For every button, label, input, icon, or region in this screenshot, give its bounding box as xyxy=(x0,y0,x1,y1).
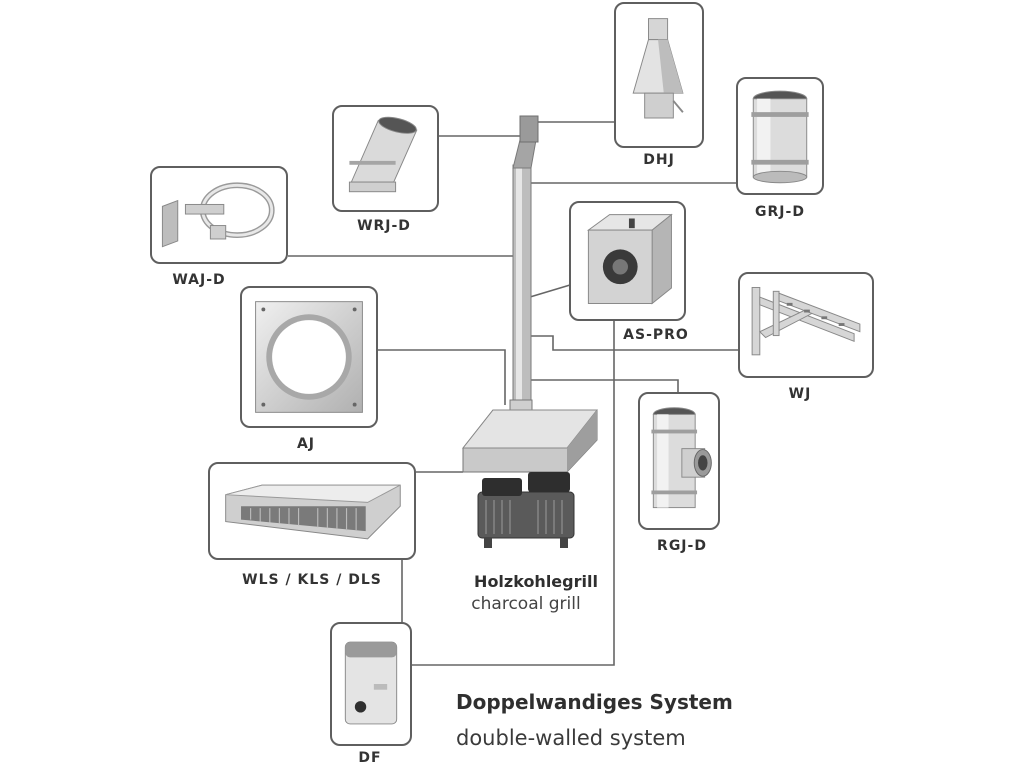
charcoal-grill-image xyxy=(477,472,575,548)
wls-kls-dls-box xyxy=(208,462,416,560)
df-image xyxy=(344,641,398,725)
grill-title: Holzkohlegrill xyxy=(474,572,598,591)
waj-d-box xyxy=(150,166,288,264)
wj-label: WJ xyxy=(788,386,812,402)
aj-box xyxy=(240,286,378,428)
wj-box xyxy=(738,272,874,378)
grj-d-box xyxy=(736,77,824,195)
system-subtitle: double-walled system xyxy=(456,726,686,750)
dhj-label: DHJ xyxy=(643,152,675,168)
df-box xyxy=(330,622,412,746)
waj-d-image xyxy=(161,182,275,248)
aj-image xyxy=(255,301,363,413)
wrj-d-box xyxy=(332,105,439,212)
as-pro-image xyxy=(586,213,673,305)
dhj-box xyxy=(614,2,704,148)
grill-hood-image xyxy=(461,409,599,473)
wls-kls-dls-label: WLS / KLS / DLS xyxy=(242,572,382,588)
as-pro-label: AS-PRO xyxy=(623,327,689,343)
rgj-d-image xyxy=(651,407,712,509)
wj-image xyxy=(751,286,861,356)
system-title: Doppelwandiges System xyxy=(456,690,733,714)
as-pro-box xyxy=(569,201,686,321)
wls-kls-dls-image xyxy=(225,484,401,540)
rgj-d-box xyxy=(638,392,720,530)
grill-subtitle: charcoal grill xyxy=(471,594,581,614)
rgj-d-label: RGJ-D xyxy=(657,538,707,554)
dhj-image xyxy=(632,18,684,119)
aj-label: AJ xyxy=(296,436,316,452)
grj-d-label: GRJ-D xyxy=(755,204,805,220)
wrj-d-image xyxy=(348,116,418,193)
chimney-pipe xyxy=(509,115,539,421)
grj-d-image xyxy=(751,90,809,184)
df-label: DF xyxy=(358,750,382,766)
wrj-d-label: WRJ-D xyxy=(357,218,411,234)
waj-d-label: WAJ-D xyxy=(172,272,226,288)
